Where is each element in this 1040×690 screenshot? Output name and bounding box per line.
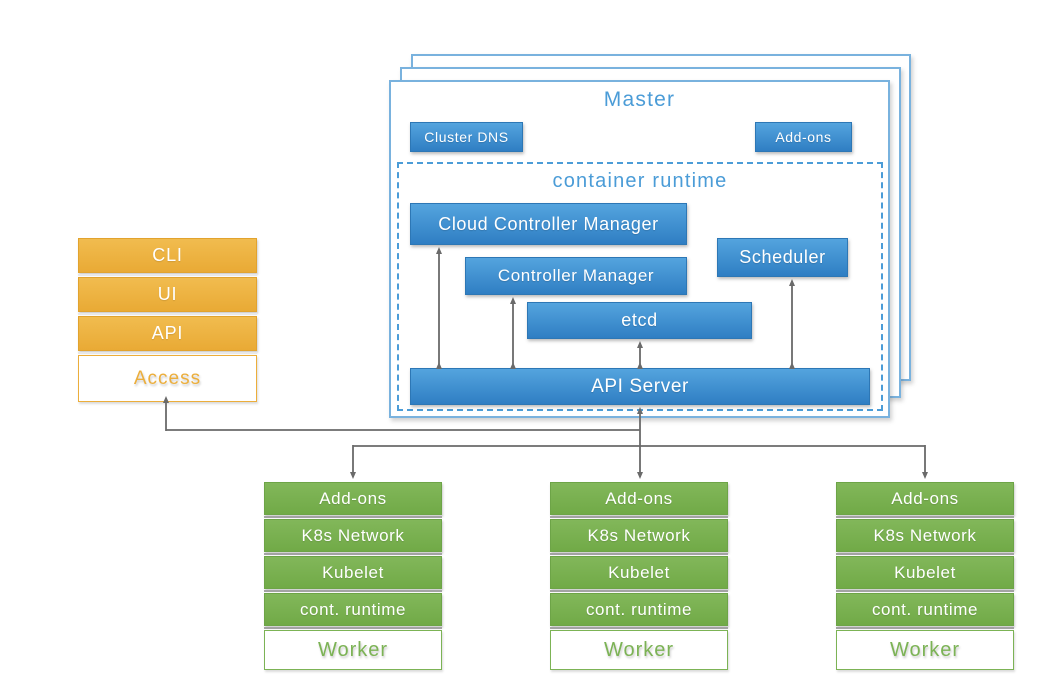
- worker1-kubelet-box: Kubelet: [264, 556, 442, 589]
- worker1-cont-runtime-box: cont. runtime: [264, 593, 442, 626]
- worker3-base-box: Worker: [836, 630, 1014, 670]
- worker2-cont-runtime-box: cont. runtime: [550, 593, 728, 626]
- ui-box: UI: [78, 277, 257, 312]
- etcd-box: etcd: [527, 302, 752, 339]
- controller-manager-box: Controller Manager: [465, 257, 687, 295]
- stack-divider: [550, 590, 728, 592]
- stack-divider: [264, 553, 442, 555]
- access-stack: CLI UI API Access: [78, 238, 257, 402]
- cli-box: CLI: [78, 238, 257, 273]
- worker2-base-box: Worker: [550, 630, 728, 670]
- worker-stack-3: Add-ons K8s Network Kubelet cont. runtim…: [836, 482, 1014, 670]
- stack-divider: [836, 627, 1014, 629]
- master-title: Master: [603, 88, 676, 111]
- worker-stack-1: Add-ons K8s Network Kubelet cont. runtim…: [264, 482, 442, 670]
- worker1-addons-box: Add-ons: [264, 482, 442, 515]
- addons-master-box: Add-ons: [755, 122, 852, 152]
- stack-divider: [264, 516, 442, 518]
- container-runtime-label: container runtime: [552, 170, 728, 192]
- stack-divider: [836, 516, 1014, 518]
- worker2-kubelet-box: Kubelet: [550, 556, 728, 589]
- cluster-dns-box: Cluster DNS: [410, 122, 523, 152]
- api-server-box: API Server: [410, 368, 870, 405]
- worker1-k8s-network-box: K8s Network: [264, 519, 442, 552]
- worker3-kubelet-box: Kubelet: [836, 556, 1014, 589]
- stack-divider: [78, 274, 257, 276]
- stack-divider: [550, 553, 728, 555]
- stack-divider: [836, 590, 1014, 592]
- scheduler-box: Scheduler: [717, 238, 848, 277]
- worker2-k8s-network-box: K8s Network: [550, 519, 728, 552]
- worker3-k8s-network-box: K8s Network: [836, 519, 1014, 552]
- worker-stack-2: Add-ons K8s Network Kubelet cont. runtim…: [550, 482, 728, 670]
- stack-divider: [78, 313, 257, 315]
- stack-divider: [264, 590, 442, 592]
- access-base-box: Access: [78, 355, 257, 402]
- worker1-base-box: Worker: [264, 630, 442, 670]
- cloud-controller-manager-box: Cloud Controller Manager: [410, 203, 687, 245]
- api-box: API: [78, 316, 257, 351]
- worker3-cont-runtime-box: cont. runtime: [836, 593, 1014, 626]
- stack-divider: [836, 553, 1014, 555]
- worker2-addons-box: Add-ons: [550, 482, 728, 515]
- worker3-addons-box: Add-ons: [836, 482, 1014, 515]
- stack-divider: [264, 627, 442, 629]
- stack-divider: [550, 516, 728, 518]
- stack-divider: [78, 352, 257, 354]
- stack-divider: [550, 627, 728, 629]
